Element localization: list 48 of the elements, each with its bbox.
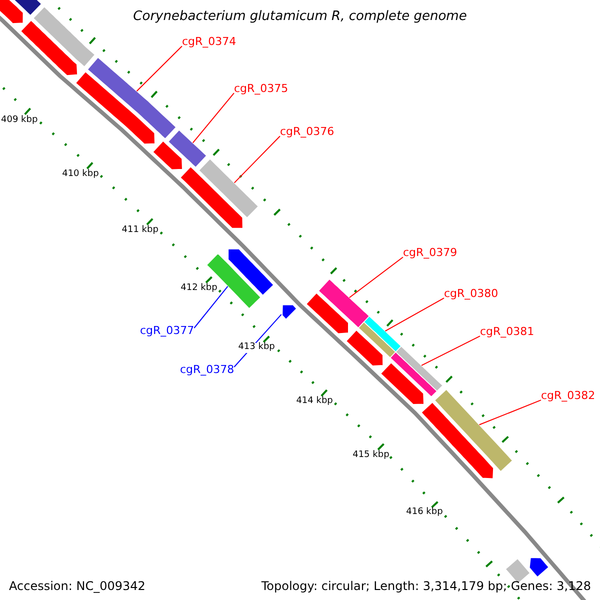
gene-bar — [318, 278, 370, 328]
scale-label: 415 kbp — [352, 450, 390, 461]
scale-label: 416 kbp — [406, 508, 443, 518]
gene-bar — [20, 20, 78, 76]
leader-line — [478, 400, 542, 426]
accession-text: Accession: NC_009342 — [9, 580, 146, 594]
gene-label: cgR_0380 — [444, 288, 498, 300]
gene-label: cgR_0381 — [480, 326, 534, 338]
leader-line — [234, 136, 280, 184]
gene-label: cgR_0375 — [234, 83, 288, 96]
gene-bar — [282, 304, 298, 320]
gene-bar — [395, 346, 444, 392]
gene-bar — [434, 388, 513, 472]
gene-label: cgR_0379 — [403, 247, 458, 260]
gene-label: cgR_0376 — [280, 126, 334, 138]
scale-label: 413 kbp — [238, 343, 275, 354]
gene-label: cgR_0382 — [541, 390, 596, 402]
gene-bar — [528, 557, 550, 578]
scale-label: 409 kbp — [1, 116, 38, 126]
gene-bar — [198, 158, 259, 218]
gene-bar — [180, 166, 244, 229]
gene-bar — [168, 129, 207, 168]
gene-bar — [152, 140, 183, 170]
leader-line — [384, 298, 444, 332]
gene-bar — [346, 330, 384, 366]
leader-line — [194, 286, 228, 328]
gene-bar — [420, 402, 494, 480]
gene-bar — [228, 248, 274, 296]
title: Corynebacterium glutamicum R, complete genome — [132, 10, 468, 24]
scale-label: 411 kbp — [122, 226, 158, 236]
scale-label: 410 kbp — [62, 170, 99, 180]
gene-bar — [358, 321, 396, 358]
gene-bar — [75, 71, 156, 144]
scale-label: 414 kbp — [296, 397, 333, 408]
gene-bar — [380, 362, 424, 405]
leader-line — [136, 46, 182, 92]
gene-bar — [306, 292, 349, 334]
gene-label: cgR_0378 — [180, 364, 234, 376]
gene-label: cgR_0377 — [140, 325, 194, 338]
leader-line — [192, 92, 234, 144]
gene-label: cgR_0374 — [182, 36, 236, 48]
gene-bar — [0, 0, 24, 24]
gene-bar — [390, 351, 438, 398]
genome-summary-text: Topology: circular; Length: 3,314,179 bp; Genes: 3,128 — [261, 580, 591, 594]
gene-bar — [87, 56, 176, 140]
leader-line — [348, 256, 404, 298]
scale-label: 412 kbp — [180, 284, 218, 294]
gene-bar — [32, 6, 96, 68]
